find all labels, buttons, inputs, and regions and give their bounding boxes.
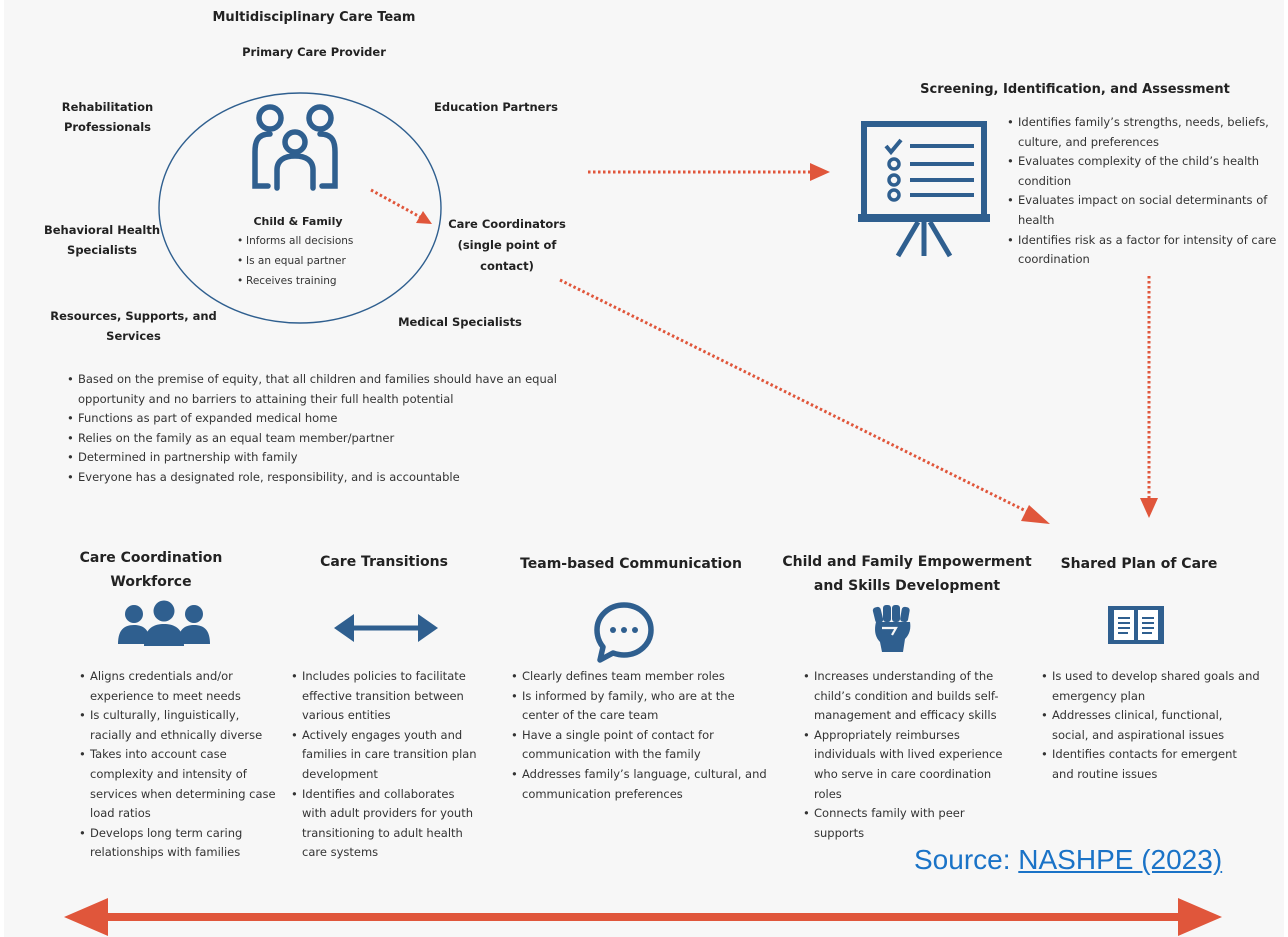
bottom-double-arrow	[64, 898, 1222, 936]
section-bullets-communication: Clearly defines team member roles Is inf…	[508, 667, 770, 804]
section-bullet: Increases understanding of the child’s c…	[800, 667, 1008, 726]
section-title-transitions: Care Transitions	[320, 554, 448, 570]
people-group-icon	[118, 600, 210, 646]
double-arrow-icon	[334, 614, 438, 642]
section-title-communication: Team-based Communication	[520, 556, 742, 572]
section-bullets-transitions: Includes policies to facilitate effectiv…	[288, 667, 478, 863]
section-bullet: Identifies and collaborates with adult p…	[288, 785, 478, 863]
team-bullet: Determined in partnership with family	[64, 448, 574, 468]
section-bullet: Addresses family’s language, cultural, a…	[508, 765, 770, 804]
role-care-coordinators: Care Coordinators (single point of conta…	[448, 217, 566, 273]
diagram-canvas: Multidisciplinary Care Team Primary Care…	[4, 0, 1284, 937]
screening-bullet: Evaluates complexity of the child’s heal…	[1004, 152, 1279, 191]
connector-layer	[64, 92, 1222, 936]
section-bullet: Appropriately reimburses individuals wit…	[800, 726, 1008, 804]
role-medical: Medical Specialists	[398, 315, 522, 329]
arrow-family-to-coordinators	[370, 188, 432, 224]
arrow-coordinators-to-plan	[559, 278, 1050, 524]
section-bullet: Is culturally, linguistically, racially …	[76, 706, 276, 745]
section-bullet: Connects family with peer supports	[800, 804, 1008, 843]
screening-bullets: Identifies family’s strengths, needs, be…	[1004, 113, 1279, 270]
section-bullet: Clearly defines team member roles	[508, 667, 770, 687]
role-rehab: Rehabilitation Professionals	[61, 100, 154, 134]
section-bullets-workforce: Aligns credentials and/or experience to …	[76, 667, 276, 863]
family-icon	[252, 104, 338, 191]
care-team-circle	[158, 92, 442, 324]
child-family-bullet: Receives training	[236, 271, 368, 291]
section-bullet: Addresses clinical, functional, social, …	[1038, 706, 1262, 745]
open-book-icon	[1108, 606, 1164, 644]
section-bullet: Takes into account case complexity and i…	[76, 745, 276, 823]
section-bullets-empowerment: Increases understanding of the child’s c…	[800, 667, 1008, 843]
team-bullet: Functions as part of expanded medical ho…	[64, 409, 574, 429]
source-link[interactable]: NASHPE (2023)	[1018, 844, 1223, 875]
child-family-title: Child & Family	[253, 215, 343, 228]
screening-bullet: Evaluates impact on social determinants …	[1004, 191, 1279, 230]
section-bullets-shared-plan: Is used to develop shared goals and emer…	[1038, 667, 1262, 785]
source-caption: Source: NASHPE (2023)	[914, 844, 1274, 876]
section-title-empowerment: Child and Family Empowerment and Skills …	[782, 554, 1032, 594]
team-bullet: Relies on the family as an equal team me…	[64, 429, 574, 449]
section-bullet: Have a single point of contact for commu…	[508, 726, 770, 765]
checklist-board-icon	[858, 121, 990, 258]
arrow-screening-to-plan	[1140, 276, 1158, 518]
role-primary-care: Primary Care Provider	[242, 45, 386, 59]
section-bullet: Includes policies to facilitate effectiv…	[288, 667, 478, 726]
team-bullets: Based on the premise of equity, that all…	[64, 370, 574, 488]
chat-bubble-icon	[594, 602, 654, 663]
section-bullet: Actively engages youth and families in c…	[288, 726, 478, 785]
section-bullet: Develops long term caring relationships …	[76, 824, 276, 863]
section-title-workforce: Care Coordination Workforce	[79, 550, 223, 590]
role-education: Education Partners	[434, 100, 558, 114]
section-title-shared-plan: Shared Plan of Care	[1060, 556, 1218, 572]
child-family-bullet: Is an equal partner	[236, 251, 368, 271]
section-bullet: Identifies contacts for emergent and rou…	[1038, 745, 1262, 784]
screening-bullet: Identifies risk as a factor for intensit…	[1004, 231, 1279, 270]
child-family-block: Child & Family Informs all decisions Is …	[228, 212, 368, 291]
section-bullet: Is informed by family, who are at the ce…	[508, 687, 770, 726]
screening-title: Screening, Identification, and Assessmen…	[920, 82, 1230, 97]
team-title: Multidisciplinary Care Team	[212, 10, 416, 25]
child-family-bullet: Informs all decisions	[236, 231, 368, 251]
team-bullet: Everyone has a designated role, responsi…	[64, 468, 574, 488]
section-bullet: Aligns credentials and/or experience to …	[76, 667, 276, 706]
child-family-bullets: Informs all decisions Is an equal partne…	[236, 231, 368, 291]
team-bullet: Based on the premise of equity, that all…	[64, 370, 574, 409]
source-prefix: Source:	[914, 844, 1019, 875]
role-behavioral: Behavioral Health Specialists	[43, 223, 161, 257]
arrow-team-to-screening	[588, 163, 830, 181]
role-resources: Resources, Supports, and Services	[50, 309, 217, 343]
raised-fist-icon	[872, 605, 911, 652]
screening-bullet: Identifies family’s strengths, needs, be…	[1004, 113, 1279, 152]
section-bullet: Is used to develop shared goals and emer…	[1038, 667, 1262, 706]
